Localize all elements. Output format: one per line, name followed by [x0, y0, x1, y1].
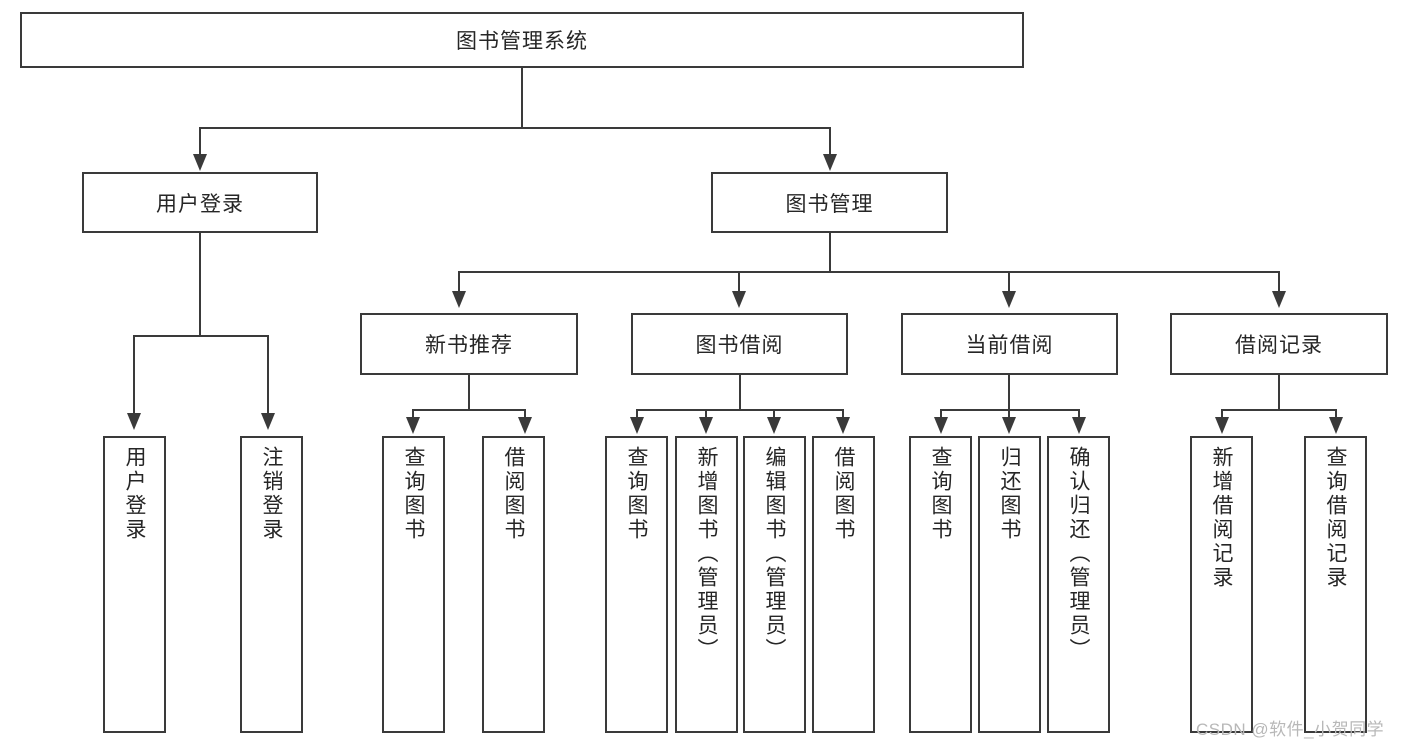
- csdn-watermark: CSDN @软件_小贺同学: [1196, 720, 1385, 739]
- edge-borrow-record-stem: [1278, 375, 1280, 410]
- leaf-label: 借阅图书: [832, 446, 855, 542]
- arrowhead-user-login-to-leaf-1: [127, 413, 141, 430]
- edge-book-mgmt-to-l3-1: [458, 271, 460, 293]
- leaf-current-borrow-return-book[interactable]: 归还图书: [978, 436, 1041, 733]
- edge-book-borrow-bus: [636, 409, 844, 411]
- arrowhead-book-mgmt-to-l3-1: [452, 291, 466, 308]
- node-book-borrow-label: 图书借阅: [695, 334, 784, 357]
- arrowhead-book-borrow-to-leaf-4: [836, 417, 850, 434]
- node-user-login[interactable]: 用户登录: [82, 172, 318, 233]
- leaf-new-book-borrow-book[interactable]: 借阅图书: [482, 436, 545, 733]
- node-book-management-label: 图书管理: [785, 192, 874, 216]
- edge-book-borrow-to-leaf-4: [842, 409, 844, 419]
- leaf-label: 确认归还（管理员）: [1067, 446, 1090, 662]
- arrowhead-borrow-record-to-leaf-2: [1329, 417, 1343, 434]
- edge-book-mgmt-stem: [829, 233, 831, 272]
- arrowhead-current-borrow-to-leaf-1: [934, 417, 948, 434]
- edge-book-borrow-to-leaf-1: [636, 409, 638, 419]
- leaf-label: 查询借阅记录: [1324, 446, 1347, 590]
- edge-book-borrow-to-leaf-2: [705, 409, 707, 419]
- edge-current-borrow-stem: [1008, 375, 1010, 410]
- arrowhead-user-login-to-leaf-2: [261, 413, 275, 430]
- arrowhead-book-borrow-to-leaf-1: [630, 417, 644, 434]
- arrowhead-book-borrow-to-leaf-3: [767, 417, 781, 434]
- edge-borrow-record-bus: [1221, 409, 1337, 411]
- edge-borrow-record-to-leaf-1: [1221, 409, 1223, 419]
- node-book-management[interactable]: 图书管理: [711, 172, 948, 233]
- edge-book-mgmt-to-l3-2: [738, 271, 740, 293]
- leaf-current-borrow-confirm-return[interactable]: 确认归还（管理员）: [1047, 436, 1110, 733]
- arrowhead-book-borrow-to-leaf-2: [699, 417, 713, 434]
- edge-book-mgmt-to-l3-4: [1278, 271, 1280, 293]
- node-new-book-recommend-label: 新书推荐: [425, 334, 513, 357]
- edge-current-borrow-bus: [940, 409, 1080, 411]
- leaf-label: 查询图书: [402, 446, 425, 542]
- edge-borrow-record-to-leaf-2: [1335, 409, 1337, 419]
- node-new-book-recommend[interactable]: 新书推荐: [360, 313, 578, 375]
- leaf-user-login-login[interactable]: 用户登录: [103, 436, 166, 733]
- arrowhead-root-to-user-login: [193, 154, 207, 171]
- leaf-current-borrow-query-book[interactable]: 查询图书: [909, 436, 972, 733]
- arrowhead-book-mgmt-to-l3-2: [732, 291, 746, 308]
- leaf-label: 新增借阅记录: [1210, 446, 1233, 590]
- edge-current-borrow-to-leaf-2: [1008, 409, 1010, 419]
- arrowhead-book-mgmt-to-l3-4: [1272, 291, 1286, 308]
- edge-root-to-book-mgmt: [829, 127, 831, 156]
- edge-user-login-stem: [199, 233, 201, 336]
- leaf-book-borrow-edit-book[interactable]: 编辑图书（管理员）: [743, 436, 806, 733]
- leaf-label: 查询图书: [625, 446, 648, 542]
- leaf-borrow-record-query-record[interactable]: 查询借阅记录: [1304, 436, 1367, 733]
- arrowhead-new-book-to-leaf-1: [406, 417, 420, 434]
- leaf-book-borrow-query-book[interactable]: 查询图书: [605, 436, 668, 733]
- node-borrow-record[interactable]: 借阅记录: [1170, 313, 1388, 375]
- leaf-label: 用户登录: [123, 446, 146, 542]
- edge-root-bus: [199, 127, 831, 129]
- edge-user-login-bus: [133, 335, 268, 337]
- edge-book-borrow-to-leaf-3: [773, 409, 775, 419]
- node-root-label: 图书管理系统: [456, 30, 588, 53]
- leaf-borrow-record-add-record[interactable]: 新增借阅记录: [1190, 436, 1253, 733]
- edge-root-to-user-login: [199, 127, 201, 156]
- arrowhead-new-book-to-leaf-2: [518, 417, 532, 434]
- edge-user-login-to-leaf-2: [267, 335, 269, 415]
- edge-book-mgmt-to-l3-3: [1008, 271, 1010, 293]
- edge-book-mgmt-bus: [458, 271, 1280, 273]
- leaf-book-borrow-borrow-book[interactable]: 借阅图书: [812, 436, 875, 733]
- node-root[interactable]: 图书管理系统: [20, 12, 1024, 68]
- node-current-borrow[interactable]: 当前借阅: [901, 313, 1118, 375]
- edge-root-stem: [521, 68, 523, 128]
- edge-current-borrow-to-leaf-3: [1078, 409, 1080, 419]
- node-book-borrow[interactable]: 图书借阅: [631, 313, 848, 375]
- edge-new-book-stem: [468, 375, 470, 410]
- arrowhead-current-borrow-to-leaf-2: [1002, 417, 1016, 434]
- arrowhead-borrow-record-to-leaf-1: [1215, 417, 1229, 434]
- leaf-new-book-query-book[interactable]: 查询图书: [382, 436, 445, 733]
- edge-user-login-to-leaf-1: [133, 335, 135, 415]
- edge-new-book-bus: [412, 409, 526, 411]
- arrowhead-book-mgmt-to-l3-3: [1002, 291, 1016, 308]
- node-borrow-record-label: 借阅记录: [1235, 334, 1323, 357]
- arrowhead-current-borrow-to-leaf-3: [1072, 417, 1086, 434]
- edge-new-book-to-leaf-1: [412, 409, 414, 419]
- leaf-user-login-logout[interactable]: 注销登录: [240, 436, 303, 733]
- leaf-label: 注销登录: [260, 446, 283, 542]
- edge-new-book-to-leaf-2: [524, 409, 526, 419]
- leaf-label: 新增图书（管理员）: [695, 446, 718, 662]
- leaf-label: 查询图书: [929, 446, 952, 542]
- leaf-label: 归还图书: [998, 446, 1021, 542]
- arrowhead-root-to-book-mgmt: [823, 154, 837, 171]
- edge-current-borrow-to-leaf-1: [940, 409, 942, 419]
- leaf-label: 借阅图书: [502, 446, 525, 542]
- node-user-login-label: 用户登录: [156, 192, 244, 216]
- leaf-label: 编辑图书（管理员）: [763, 446, 786, 662]
- edge-book-borrow-stem: [739, 375, 741, 410]
- leaf-book-borrow-add-book[interactable]: 新增图书（管理员）: [675, 436, 738, 733]
- node-current-borrow-label: 当前借阅: [965, 334, 1054, 357]
